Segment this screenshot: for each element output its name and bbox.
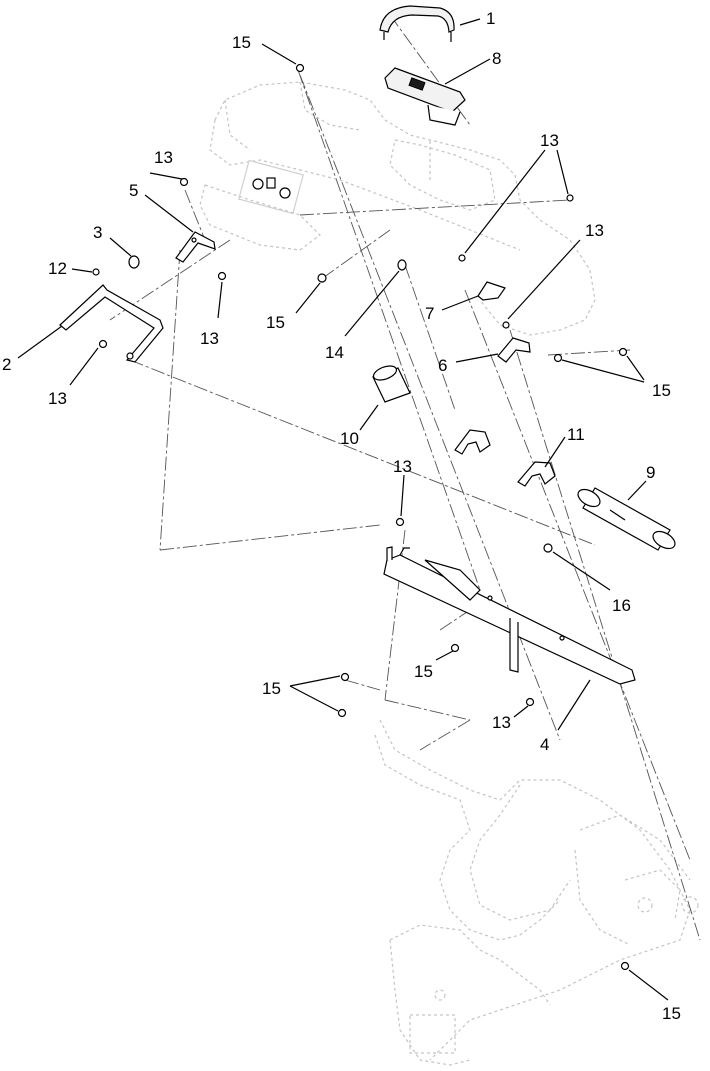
part-1-handle: [379, 5, 455, 42]
callout-13: 13: [154, 148, 173, 167]
callout-3: 3: [93, 223, 102, 242]
part-13-nut-a: [179, 177, 189, 187]
part-15-screw-c: [553, 353, 563, 363]
callout-15: 15: [262, 679, 281, 698]
part-11-clamp: [517, 461, 556, 487]
part-13-nut-h: [525, 697, 535, 707]
callout-9: 9: [646, 463, 655, 482]
callout-13: 13: [200, 329, 219, 348]
callout-13: 13: [585, 221, 604, 240]
callout-11: 11: [567, 425, 585, 444]
callout-2: 2: [2, 355, 11, 374]
part-7-bracket: [477, 281, 506, 301]
frame-outline: [374, 719, 699, 1066]
callout-15: 15: [652, 381, 671, 400]
part-13-nut-g: [395, 517, 405, 527]
clamp-a: [454, 429, 491, 455]
part-15-screw-f: [337, 708, 347, 718]
callout-1: 1: [486, 9, 495, 28]
part-15-screw-g: [450, 643, 460, 653]
part-5-bracket: [175, 231, 216, 263]
callout-15: 15: [414, 662, 433, 681]
callout-10: 10: [340, 429, 359, 448]
part-15-screw-top: [295, 63, 305, 73]
part-13-nut-b: [217, 271, 227, 281]
callout-15: 15: [266, 313, 285, 332]
callout-4: 4: [540, 735, 549, 754]
part-4-rail: [383, 546, 636, 685]
part-15-screw-d: [618, 347, 628, 357]
part-13-nut-e: [502, 321, 510, 329]
part-10-bushing: [372, 365, 411, 403]
part-8-switch-plate: [384, 67, 466, 126]
callout-16: 16: [612, 596, 631, 615]
callout-13: 13: [492, 713, 511, 732]
part-13-nut-f: [98, 339, 108, 349]
console-housing-outline: [199, 81, 596, 336]
part-14-nut: [397, 259, 407, 271]
callout-5: 5: [129, 181, 138, 200]
part-15-screw-b: [317, 273, 327, 283]
callout-15: 15: [662, 1004, 681, 1023]
callout-13: 13: [540, 131, 559, 150]
part-16-nut: [543, 543, 553, 553]
callout-7: 7: [425, 304, 434, 323]
part-2-link-rod: [59, 284, 164, 363]
callout-15: 15: [232, 33, 251, 52]
part-15-screw-e: [340, 672, 350, 682]
part-9-cylinder: [577, 487, 676, 551]
callout-13: 13: [48, 389, 67, 408]
part-13-nut-d: [458, 254, 466, 262]
callout-13: 13: [393, 457, 412, 476]
part-3-spacer: [128, 255, 140, 269]
callout-6: 6: [438, 356, 447, 375]
callout-14: 14: [325, 343, 344, 362]
part-13-nut-c: [566, 194, 574, 202]
part-15-screw-h: [620, 961, 630, 971]
part-6-bracket: [497, 337, 531, 363]
part-12-nut: [92, 268, 100, 276]
callout-12: 12: [48, 259, 67, 278]
callout-labels: 1 8 15 13 13 5 3 12 13 15 14 7 13 6 15 2…: [2, 9, 681, 1023]
assembly-centerlines: [109, 14, 701, 941]
control-decal: [238, 159, 304, 215]
callout-leaders: [17, 18, 669, 1001]
callout-8: 8: [492, 49, 501, 68]
